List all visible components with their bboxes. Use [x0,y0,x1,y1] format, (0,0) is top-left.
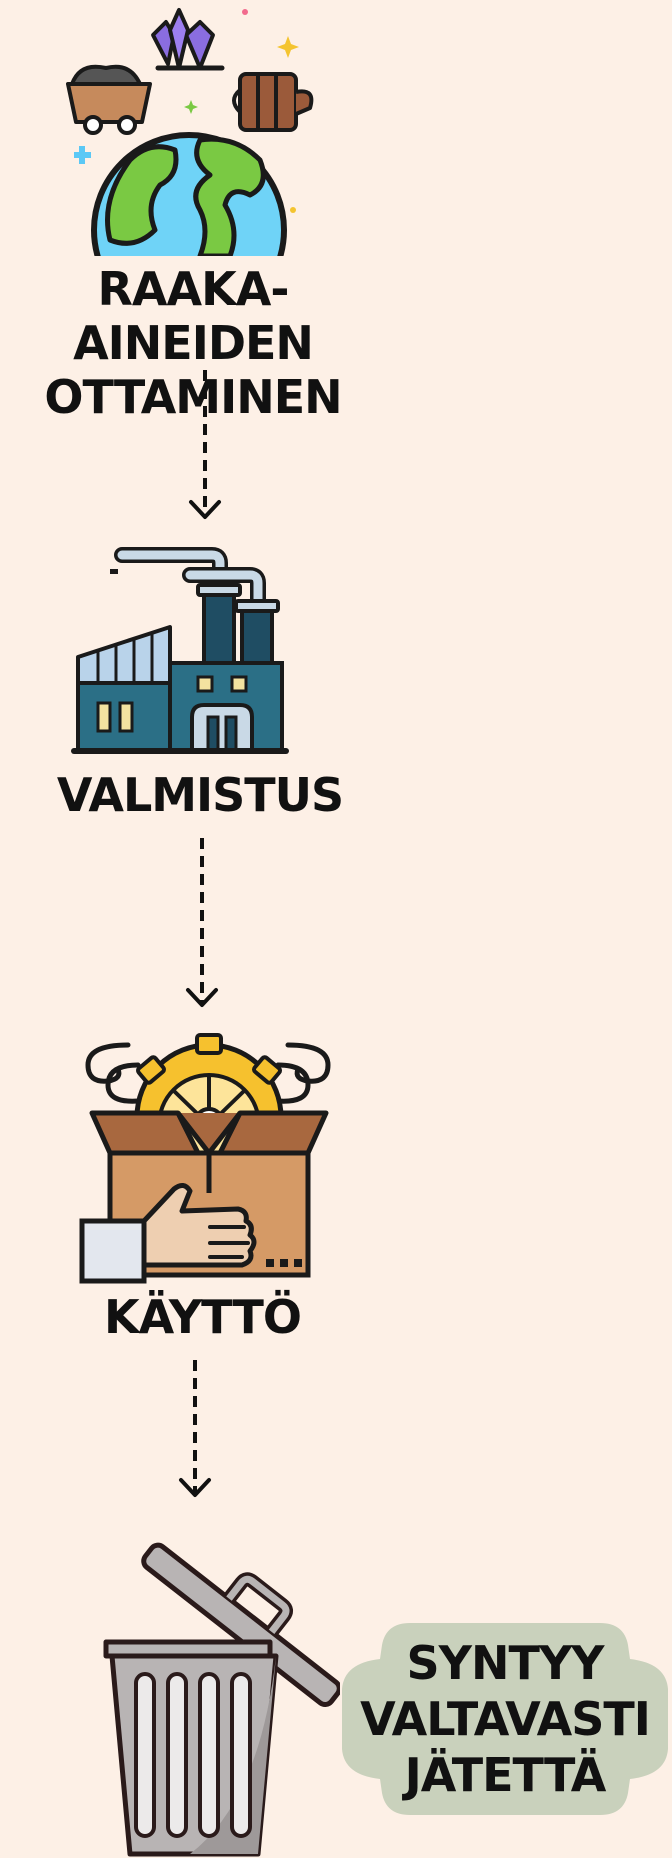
callout-line-3: JÄTETTÄ [405,1747,606,1803]
callout-text: SYNTYY VALTAVASTI JÄTETTÄ [340,1619,670,1819]
flow-arrow-3 [175,1360,215,1500]
step-3-label-line-1: KÄYTTÖ [0,1290,405,1344]
callout-line-2: VALTAVASTI [360,1691,650,1747]
step-2-label-line-1: VALMISTUS [0,768,400,822]
flow-arrow-2 [182,838,222,1010]
flow-arrow-1 [185,370,225,522]
step-1-label-line-1: RAAKA-AINEIDEN [0,262,386,370]
step-3-label: KÄYTTÖ [0,1290,405,1344]
trash-can-icon [100,1540,340,1858]
box-gear-hand-icon [78,1025,340,1287]
factory-icon [70,545,290,760]
earth-resources-icon [60,0,330,262]
callout-line-1: SYNTYY [407,1635,604,1691]
step-2-label: VALMISTUS [0,768,400,822]
waste-callout: SYNTYY VALTAVASTI JÄTETTÄ [340,1619,670,1819]
